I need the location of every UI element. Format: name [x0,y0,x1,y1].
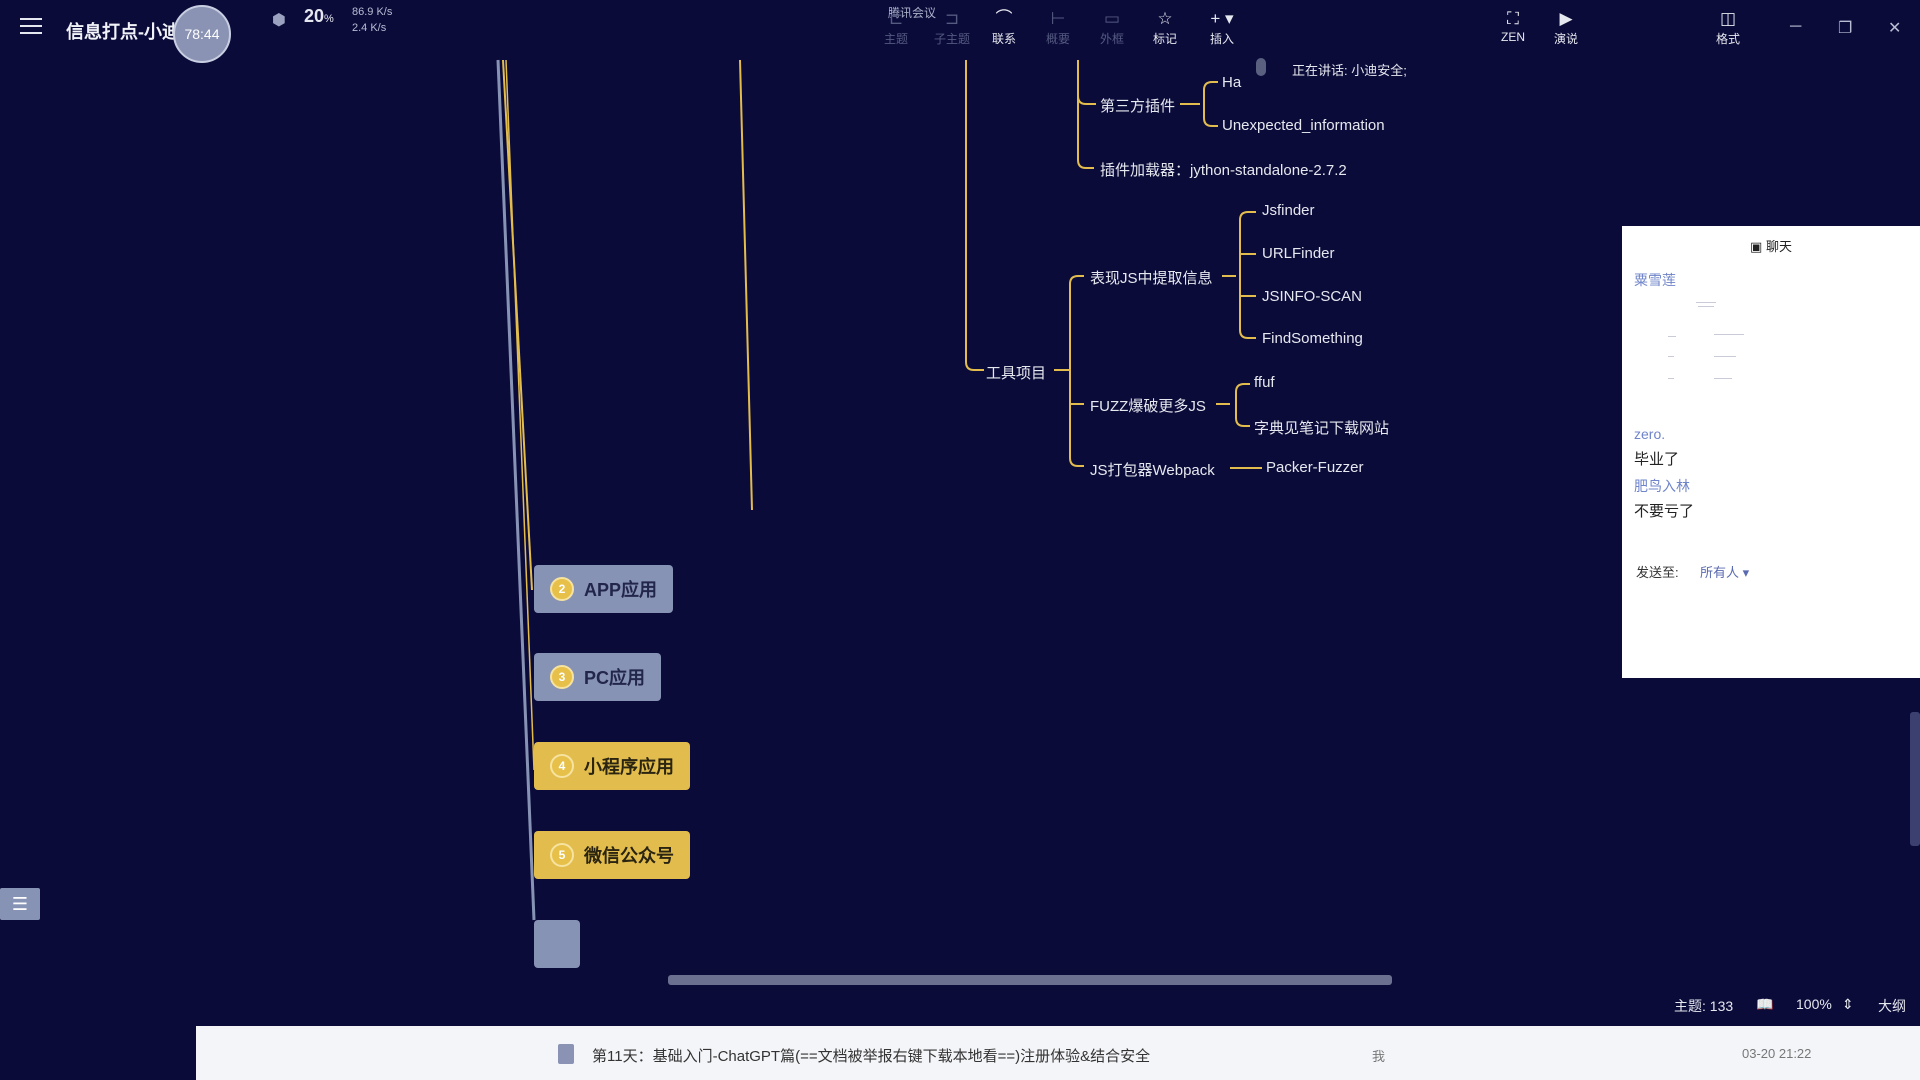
plugin-child-ha[interactable]: Ha [1222,74,1242,91]
document-title: 信息打点-小迪 [66,22,180,42]
chat-panel: ▣ 聊天 粟雪莲 zero. 毕业了 肥鸟入林 不要亏了 发送至: 所有人 ▾ [1622,226,1920,678]
send-to-select[interactable]: 所有人 ▾ [1700,565,1750,580]
tools-node[interactable]: 工具项目 [986,365,1047,382]
chat-header: ▣ 聊天 [1750,239,1792,254]
branch-label: APP应用 [584,580,658,600]
js-child-jsfinder[interactable]: Jsfinder [1262,202,1315,219]
fuzz-node[interactable]: FUZZ爆破更多JS [1090,398,1206,415]
cpu-usage: 20% [304,6,334,26]
menu-icon[interactable] [20,18,42,36]
summary-button[interactable]: ⊢概要 [1046,9,1071,46]
branch-pc[interactable]: 3 PC应用 [534,653,662,701]
zen-button[interactable]: ⛶ZEN [1501,9,1525,44]
zoom-stepper-icon[interactable]: ⇕ [1842,996,1854,1012]
fuzz-child-ffuf[interactable]: ffuf [1254,374,1275,391]
relationship-button[interactable]: ⌒联系 [992,9,1017,46]
playlist-footer: 第11天：基础入门-ChatGPT篇(==文档被举报右键下载本地看==)注册体验… [196,1026,1920,1080]
send-to-label: 发送至: [1636,565,1679,580]
play-icon: ▶ [1559,9,1573,28]
subtopic-button[interactable]: ⊐子主题 [934,9,971,46]
outline-toggle-icon[interactable]: ☰ [0,888,40,920]
speaking-indicator: 正在讲话: 小迪安全; [1292,63,1407,78]
chat-sender: 粟雪莲 [1634,272,1676,288]
insert-button[interactable]: + ▾插入 [1210,9,1235,46]
plus-icon: + ▾ [1210,9,1234,28]
marker-button[interactable]: ☆标记 [1153,9,1178,46]
topic-button[interactable]: ⊏主题 [884,9,909,46]
shield-icon: ⬢ [272,12,286,29]
loader-node[interactable]: 插件加载器：jython-standalone-2.7.2 [1100,162,1347,179]
lesson-title[interactable]: 第11天：基础入门-ChatGPT篇(==文档被举报右键下载本地看==)注册体验… [592,1048,1151,1065]
panel-icon: ◫ [1719,9,1737,28]
topic-count: 主题: 133 [1674,998,1734,1014]
recording-timer: 78:44 [173,5,231,63]
branch-wechat-official[interactable]: 5 微信公众号 [534,831,690,879]
chat-message: 不要亏了 [1634,503,1695,520]
number-badge: 2 [550,577,574,601]
zoom-level[interactable]: 100% [1796,996,1832,1012]
chat-sender: zero. [1634,426,1666,442]
summary-icon: ⊢ [1050,9,1066,28]
plugin-child-unexpected[interactable]: Unexpected_information [1222,117,1385,134]
download-speed: 2.4 K/s [352,22,387,34]
close-icon[interactable]: ✕ [1888,20,1902,37]
subtopic-icon: ⊐ [944,9,960,28]
star-icon: ☆ [1157,9,1173,28]
chat-sender: 肥鸟入林 [1634,478,1690,494]
branch-label: 微信公众号 [584,846,674,866]
plugins-node[interactable]: 第三方插件 [1100,98,1176,115]
topic-icon: ⊏ [888,9,904,28]
branch-label: 小程序应用 [584,757,674,777]
chat-message: 毕业了 [1634,451,1680,468]
fuzz-child-dictionary[interactable]: 字典见笔记下载网站 [1254,420,1390,437]
branch-app[interactable]: 2 APP应用 [534,565,674,613]
book-icon[interactable]: 📖 [1756,996,1774,1012]
chat-image[interactable] [1656,296,1796,396]
pitch-button[interactable]: ▶演说 [1554,9,1579,46]
branch-label: PC应用 [584,668,646,688]
number-badge: 4 [550,754,574,778]
boundary-button[interactable]: ▭外框 [1100,9,1125,46]
minimize-icon[interactable]: ─ [1790,18,1802,35]
vertical-scrollbar[interactable] [1910,712,1920,846]
relationship-icon: ⌒ [995,9,1013,28]
webpack-child-packer-fuzzer[interactable]: Packer-Fuzzer [1266,459,1364,476]
microphone-icon [1256,58,1266,76]
network-speed: 86.9 K/s 2.4 K/s [352,4,392,36]
js-child-urlfinder[interactable]: URLFinder [1262,245,1335,262]
restore-icon[interactable]: ❐ [1838,20,1853,37]
number-badge: 3 [550,665,574,689]
outline-button[interactable]: 大纲 [1878,998,1906,1014]
fullscreen-icon: ⛶ [1507,9,1519,28]
empty-node[interactable] [534,920,580,968]
js-extract-node[interactable]: 表现JS中提取信息 [1090,270,1213,287]
timestamp: 03-20 21:22 [1742,1046,1812,1061]
webpack-node[interactable]: JS打包器Webpack [1090,462,1215,479]
boundary-icon: ▭ [1103,9,1121,28]
number-badge: 5 [550,843,574,867]
horizontal-scrollbar[interactable] [668,975,1392,985]
format-button[interactable]: ◫格式 [1716,9,1741,46]
js-child-jsinfo-scan[interactable]: JSINFO-SCAN [1262,288,1363,305]
author-label: 我 [1372,1049,1386,1064]
document-icon [558,1044,574,1064]
upload-speed: 86.9 K/s [352,6,393,18]
chat-icon: ▣ [1750,239,1766,254]
branch-miniprogram[interactable]: 4 小程序应用 [534,742,690,790]
js-child-findsomething[interactable]: FindSomething [1262,330,1363,347]
meeting-label: 腾讯会议 [888,6,937,20]
top-toolbar: 信息打点-小迪 78:44 ⬢ 20% 86.9 K/s 2.4 K/s 腾讯会… [0,0,1920,63]
